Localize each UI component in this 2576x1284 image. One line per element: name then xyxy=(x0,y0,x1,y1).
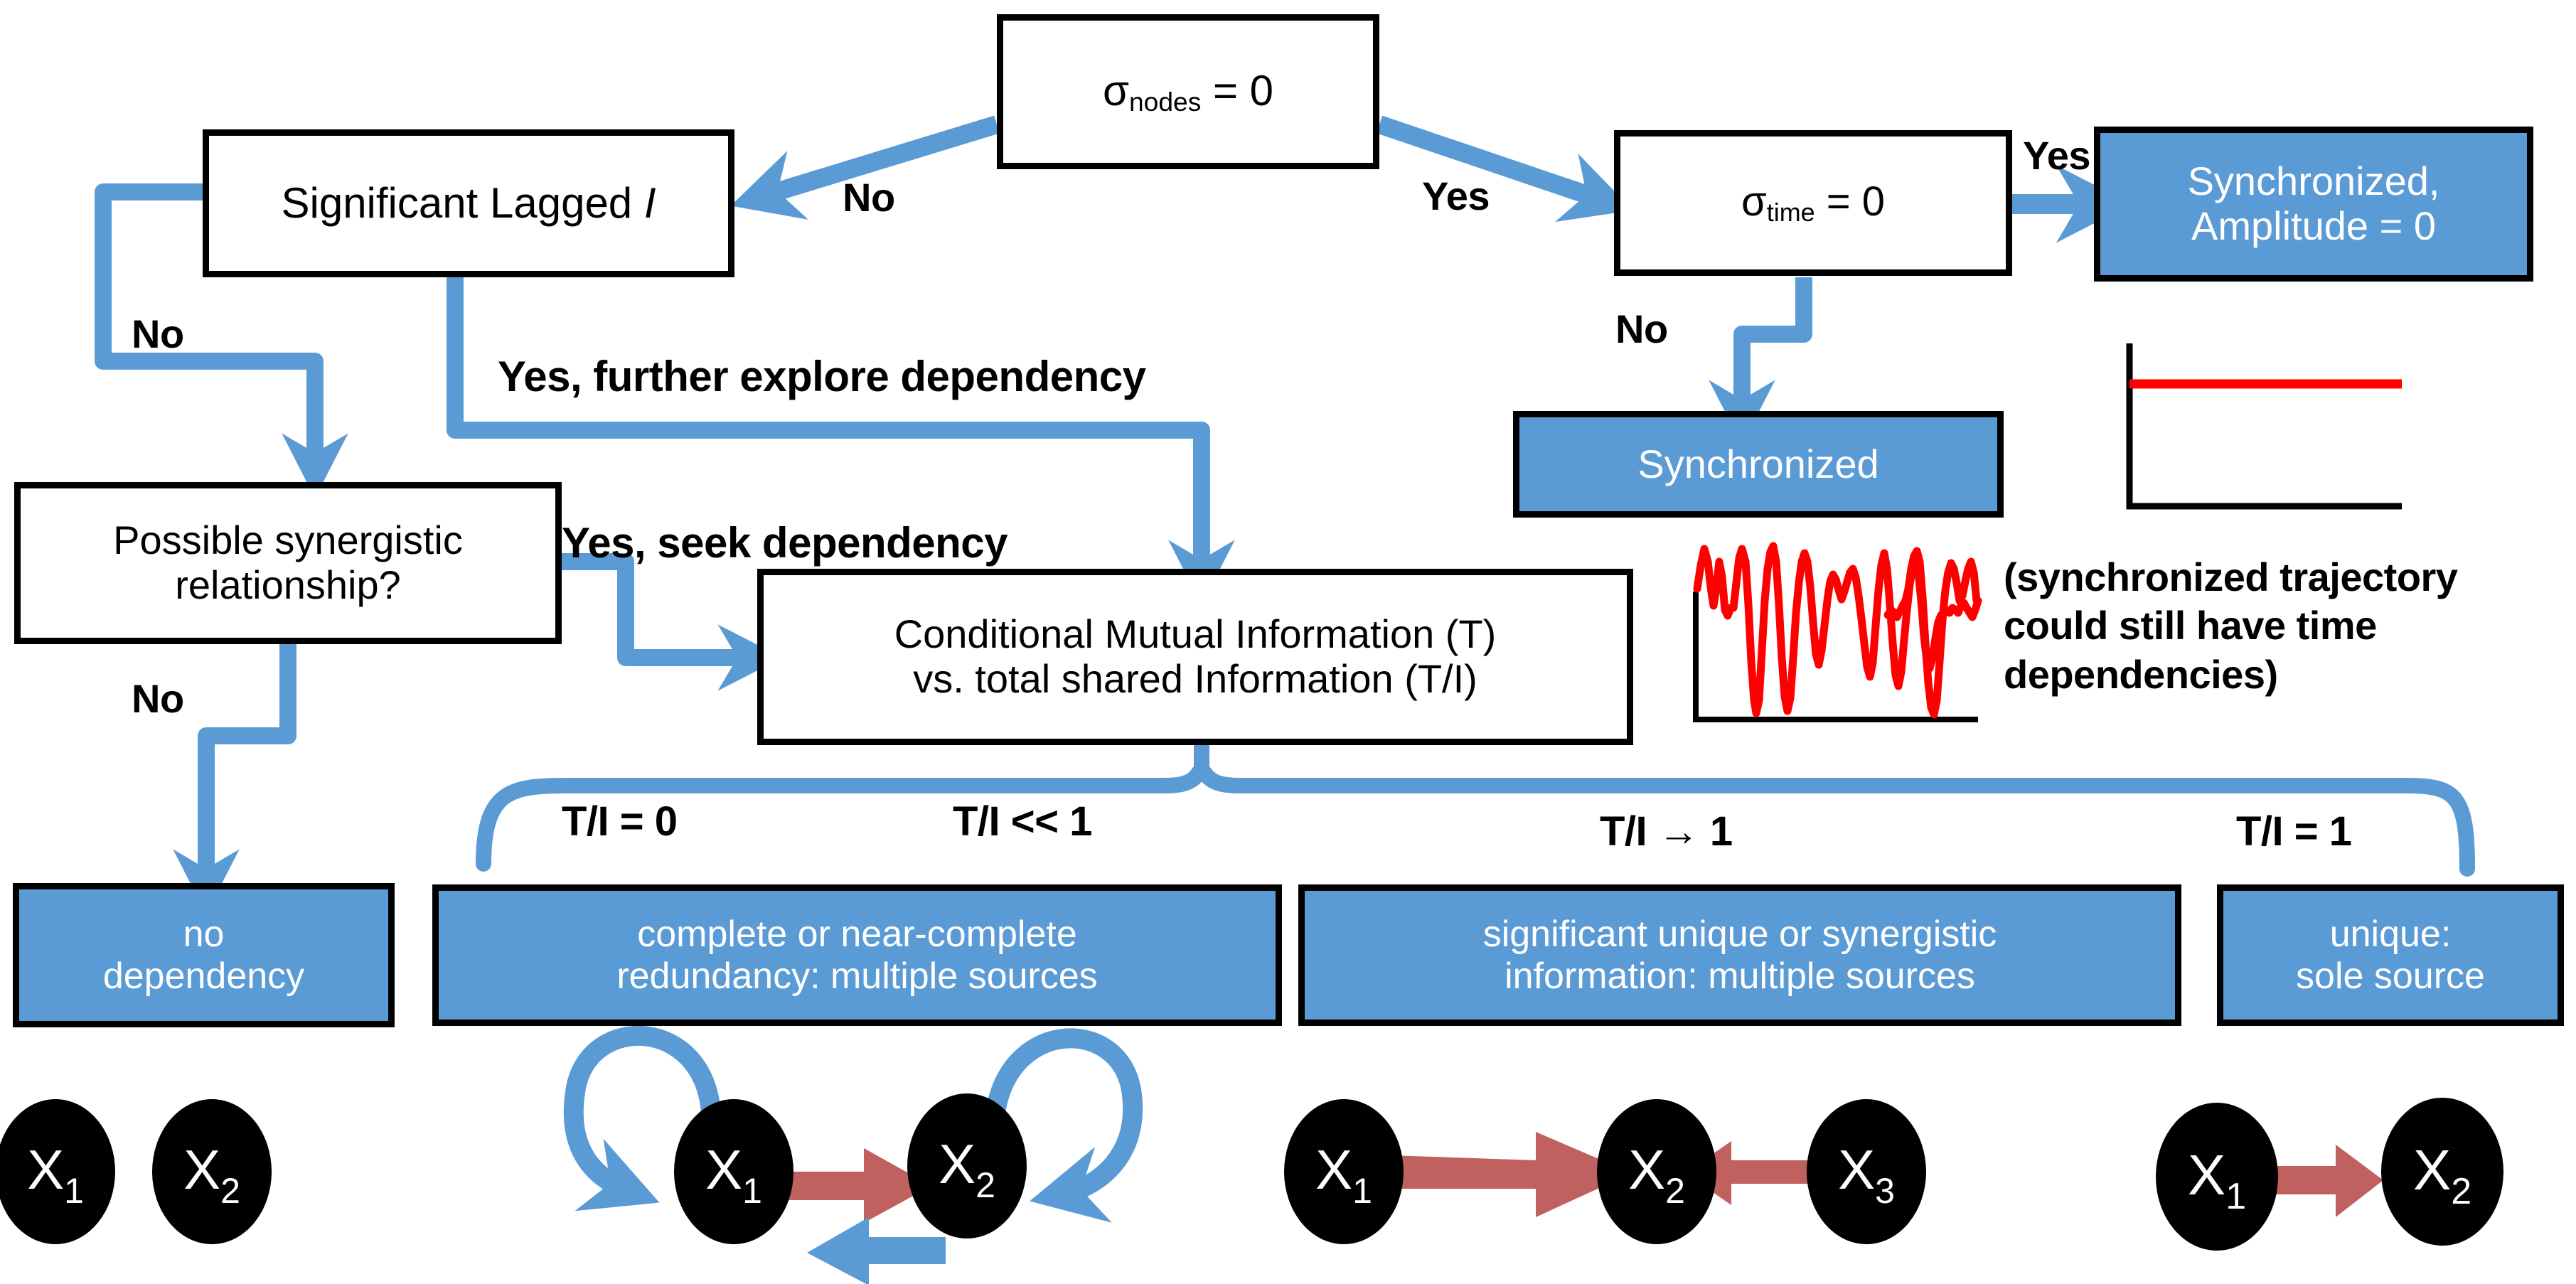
node-x1 xyxy=(0,1099,115,1244)
decision-box-sigma-time[interactable]: σtime = 0 xyxy=(1614,130,2012,276)
sigma-nodes-label: σnodes = 0 xyxy=(1102,66,1274,117)
node-x2 xyxy=(907,1093,1027,1238)
edge-siglag-no xyxy=(95,183,348,498)
node-x2 xyxy=(2381,1098,2503,1246)
node-x2 xyxy=(1597,1099,1716,1244)
outcome-box-synchronized-amplitude[interactable]: Synchronized, Amplitude = 0 xyxy=(2094,127,2533,282)
unique-sole-label: unique: sole source xyxy=(2296,914,2485,997)
outcome-box-unique-synergistic[interactable]: significant unique or synergistic inform… xyxy=(1298,884,2181,1026)
edge-x1-to-x2-red-thick xyxy=(1390,1132,1632,1217)
edge-cmi-fanout-brace xyxy=(476,758,2475,877)
sigma-time-label: σtime = 0 xyxy=(1741,178,1886,227)
outcome-box-no-dependency[interactable]: no dependency xyxy=(13,883,395,1027)
node-graph-no-dependency: X1 X2 xyxy=(0,1099,272,1244)
edge-label-yes-further-explore: Yes, further explore dependency xyxy=(498,353,1146,400)
connector-group xyxy=(95,115,2475,914)
annotation-line-2: could still have time xyxy=(2004,603,2377,648)
synchronized-amplitude-label: Synchronized, Amplitude = 0 xyxy=(2187,159,2440,248)
flat-line-plot xyxy=(2097,323,2496,537)
synchronized-label: Synchronized xyxy=(1637,441,1879,486)
node-graph-synergistic: X1 X2 X3 xyxy=(1284,1099,1926,1244)
node-x3 xyxy=(1807,1099,1926,1244)
edge-label-no-significant-lagged: No xyxy=(132,311,184,356)
decision-box-significant-lagged[interactable]: Significant Lagged I xyxy=(203,129,734,277)
decision-box-sigma-nodes[interactable]: σnodes = 0 xyxy=(997,14,1379,169)
edge-label-yes-seek-dependency: Yes, seek dependency xyxy=(562,519,1008,567)
edge-x3-to-x2-red-thin xyxy=(1685,1141,1820,1205)
cmi-label: Conditional Mutual Information (T) vs. t… xyxy=(894,611,1497,701)
unique-synergistic-label: significant unique or synergistic inform… xyxy=(1482,914,1997,997)
edge-synergistic-yes xyxy=(562,553,783,691)
edge-label-ti-ll-1: T/I << 1 xyxy=(953,798,1092,845)
decision-box-cmi[interactable]: Conditional Mutual Information (T) vs. t… xyxy=(757,569,1633,745)
annotation-line-1: (synchronized trajectory xyxy=(2004,555,2458,599)
chaotic-trajectory-plot xyxy=(1693,540,1982,725)
self-loop-x2 xyxy=(985,1028,1143,1223)
synchronized-trajectory-annotation: (synchronized trajectory could still hav… xyxy=(2004,553,2565,699)
outcome-box-redundancy[interactable]: complete or near-complete redundancy: mu… xyxy=(432,884,1282,1026)
edge-x2-to-x1-blue xyxy=(807,1217,946,1284)
node-x1 xyxy=(1284,1099,1404,1244)
edge-siglag-yes xyxy=(447,277,1235,605)
redundancy-label: complete or near-complete redundancy: mu… xyxy=(616,914,1098,997)
possible-synergistic-label: Possible synergistic relationship? xyxy=(113,518,463,607)
edge-label-ti-to-1: T/I → 1 xyxy=(1600,808,1733,855)
outcome-box-unique-sole[interactable]: unique: sole source xyxy=(2217,884,2564,1026)
self-loop-x1 xyxy=(563,1025,721,1211)
annotation-line-3: dependencies) xyxy=(2004,651,2278,697)
edge-sigma-time-no xyxy=(1709,277,1812,445)
edge-label-no-sigma-time: No xyxy=(1615,306,1668,351)
no-dependency-label: no dependency xyxy=(102,914,305,997)
edge-label-ti-eq-0: T/I = 0 xyxy=(562,798,678,845)
edge-sigma-nodes-yes xyxy=(1376,115,1633,223)
edge-label-yes-sigma-time: Yes xyxy=(2023,133,2091,178)
node-graph-unique: X1 X2 xyxy=(2156,1098,2503,1251)
edge-label-no-synergistic: No xyxy=(132,676,184,721)
node-x2 xyxy=(152,1099,272,1244)
node-x1 xyxy=(2156,1103,2278,1251)
edge-label-yes-sigma-nodes: Yes xyxy=(1422,173,1490,218)
node-graph-redundancy: X1 X2 xyxy=(563,1025,1143,1284)
significant-lagged-label: Significant Lagged I xyxy=(281,179,656,228)
edge-sigma-nodes-no xyxy=(730,115,1000,220)
decision-box-possible-synergistic[interactable]: Possible synergistic relationship? xyxy=(14,482,562,644)
svg-text:X1: X1 xyxy=(705,1138,762,1211)
node-x1 xyxy=(674,1099,793,1244)
edge-x1-to-x2-red xyxy=(787,1148,931,1223)
edge-x1-to-x2-red xyxy=(2270,1145,2383,1217)
edge-synergistic-no xyxy=(173,643,296,914)
svg-text:X1: X1 xyxy=(1315,1138,1372,1211)
edge-label-no-sigma-nodes: No xyxy=(843,175,895,220)
outcome-box-synchronized[interactable]: Synchronized xyxy=(1513,411,2004,518)
edge-label-ti-eq-1: T/I = 1 xyxy=(2236,808,2352,855)
svg-text:X1: X1 xyxy=(2188,1143,2246,1217)
